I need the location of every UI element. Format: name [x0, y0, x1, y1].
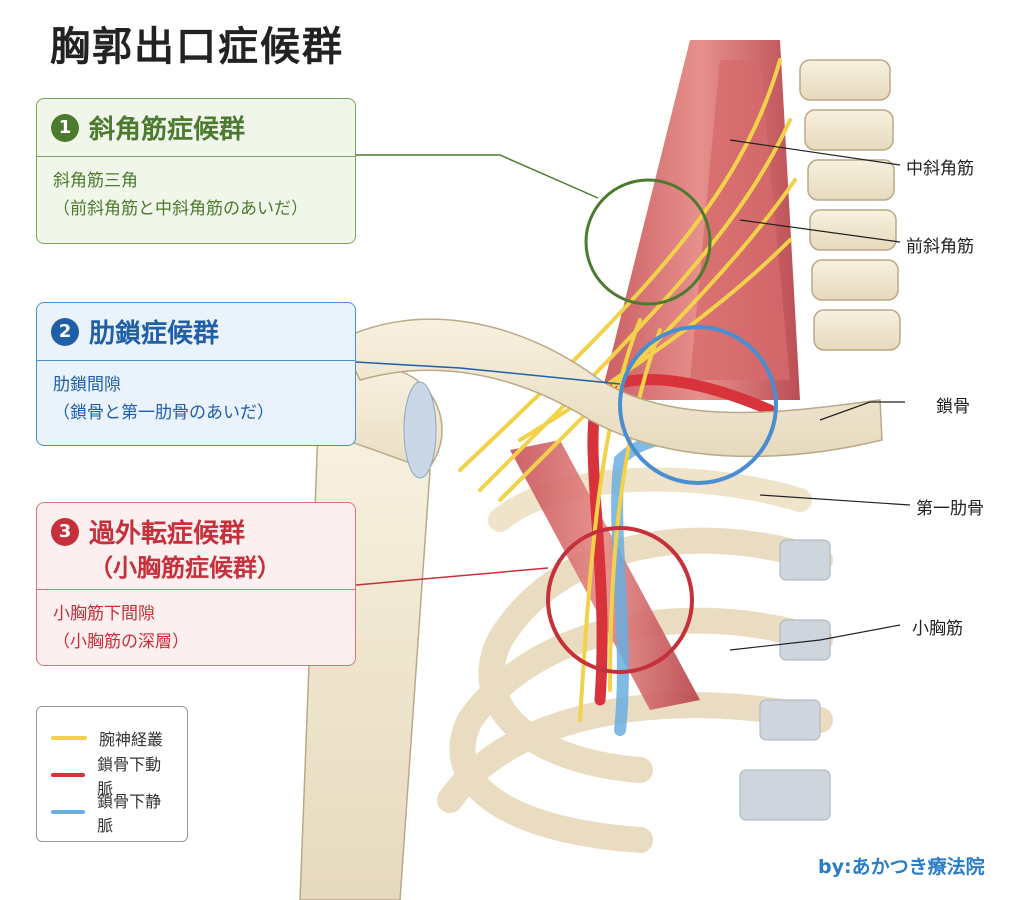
body-line-1: 小胸筋下間隙: [53, 604, 155, 624]
legend-swatch: [51, 809, 86, 814]
legend: 腕神経叢 鎖骨下動脈 鎖骨下静脈: [36, 706, 188, 842]
legend-swatch: [51, 735, 87, 740]
subheading-text: （小胸筋症候群）: [89, 554, 281, 582]
body-line-2: （小胸筋の深層）: [53, 632, 189, 652]
label-leaders: [729, 139, 911, 651]
page-title: 胸郭出口症候群: [50, 24, 344, 70]
number-badge-2: 2: [51, 317, 79, 346]
clavicle: [338, 318, 883, 458]
label-middle-scalene: 中斜角筋: [906, 159, 974, 179]
green-connector: [356, 154, 599, 199]
body-line-2: （前斜角筋と中斜角筋のあいだ）: [53, 199, 308, 219]
number-badge-1: 1: [51, 113, 79, 142]
spine: [799, 59, 901, 351]
hyperabduction-syndrome-heading: 3 過外転症候群: [37, 503, 355, 550]
legend-label: 鎖骨下静脈: [97, 791, 162, 835]
body-line-1: 肋鎖間隙: [53, 375, 121, 395]
scalene-syndrome-box: 1 斜角筋症候群 斜角筋三角 （前斜角筋と中斜角筋のあいだ）: [36, 98, 356, 244]
legend-swatch: [51, 772, 86, 777]
label-first-rib: 第一肋骨: [916, 499, 984, 519]
hyperabduction-syndrome-body: 小胸筋下間隙 （小胸筋の深層）: [37, 589, 355, 665]
costoclavicular-highlight-circle: [618, 325, 778, 485]
red-connector: [355, 567, 549, 586]
pectoralis-highlight-circle: [546, 526, 694, 674]
scalene-syndrome-body: 斜角筋三角 （前斜角筋と中斜角筋のあいだ）: [37, 156, 355, 235]
label-anterior-scalene: 前斜角筋: [906, 237, 974, 257]
hyperabduction-syndrome-box: 3 過外転症候群 （小胸筋症候群） 小胸筋下間隙 （小胸筋の深層）: [36, 502, 356, 666]
rib-cartilage: [739, 539, 831, 821]
heading-text: 斜角筋症候群: [89, 115, 246, 145]
costoclavicular-syndrome-heading: 2 肋鎖症候群: [37, 303, 355, 360]
label-clavicle: 鎖骨: [936, 397, 970, 417]
costoclavicular-syndrome-body: 肋鎖間隙 （鎖骨と第一肋骨のあいだ）: [37, 360, 355, 439]
scalene-syndrome-heading: 1 斜角筋症候群: [37, 99, 355, 156]
nerves: [458, 58, 797, 722]
body-line-2: （鎖骨と第一肋骨のあいだ）: [53, 403, 274, 423]
legend-label: 鎖骨下動脈: [97, 754, 162, 798]
legend-label: 腕神経叢: [99, 729, 164, 749]
legend-item-nerve: 腕神経叢: [51, 719, 173, 756]
scalene-highlight-circle: [584, 178, 712, 306]
costoclavicular-syndrome-box: 2 肋鎖症候群 肋鎖間隙 （鎖骨と第一肋骨のあいだ）: [36, 302, 356, 446]
body-line-1: 斜角筋三角: [53, 171, 138, 191]
heading-text: 肋鎖症候群: [89, 319, 220, 349]
credit-text: by:あかつき療法院: [818, 856, 985, 878]
legend-item-vein: 鎖骨下静脈: [51, 792, 173, 835]
blue-connector: [355, 361, 621, 385]
legend-item-artery: 鎖骨下動脈: [51, 755, 173, 798]
heading-text: 過外転症候群: [89, 519, 246, 549]
number-badge-3: 3: [51, 517, 79, 546]
label-pectoralis-minor: 小胸筋: [912, 619, 963, 639]
